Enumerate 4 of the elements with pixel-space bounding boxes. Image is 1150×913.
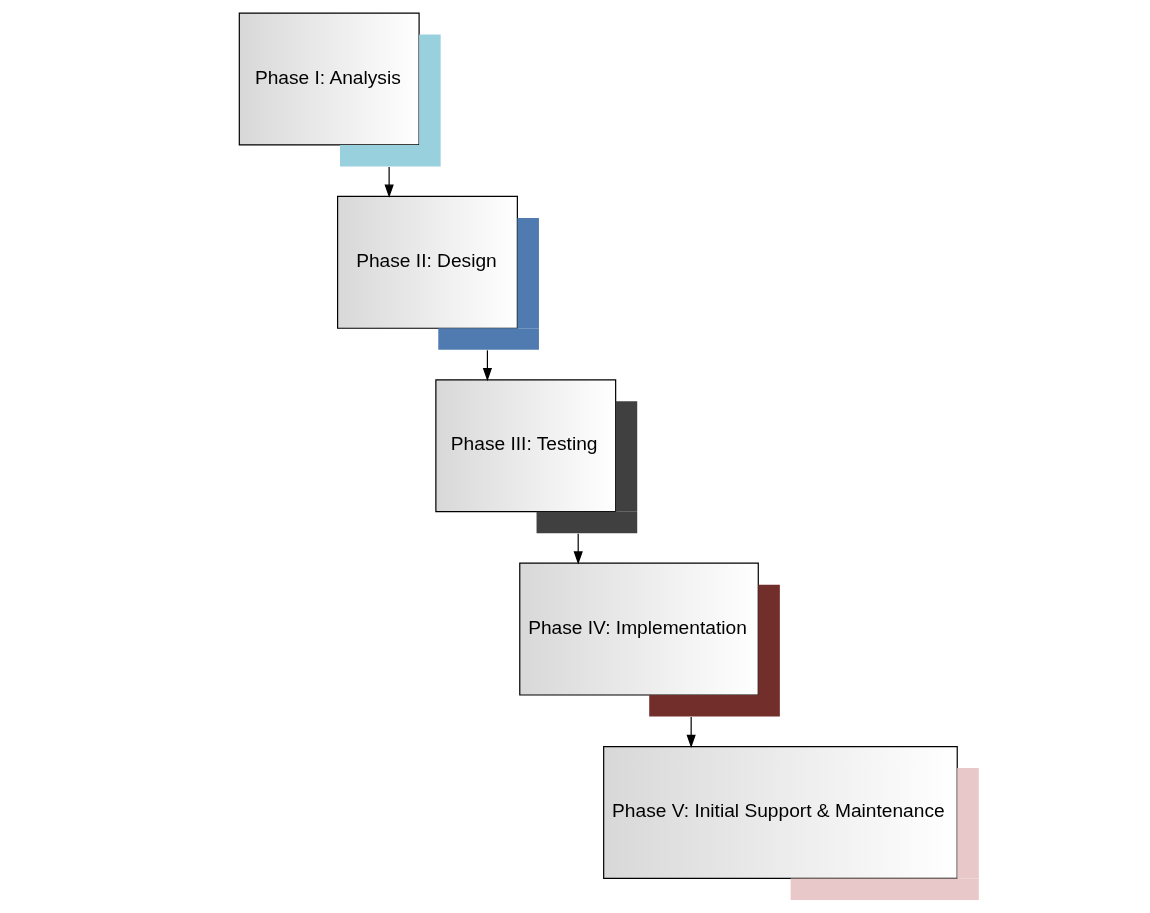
arrow — [573, 533, 583, 565]
arrow — [686, 716, 696, 748]
arrow — [384, 166, 394, 198]
arrow — [482, 349, 492, 382]
